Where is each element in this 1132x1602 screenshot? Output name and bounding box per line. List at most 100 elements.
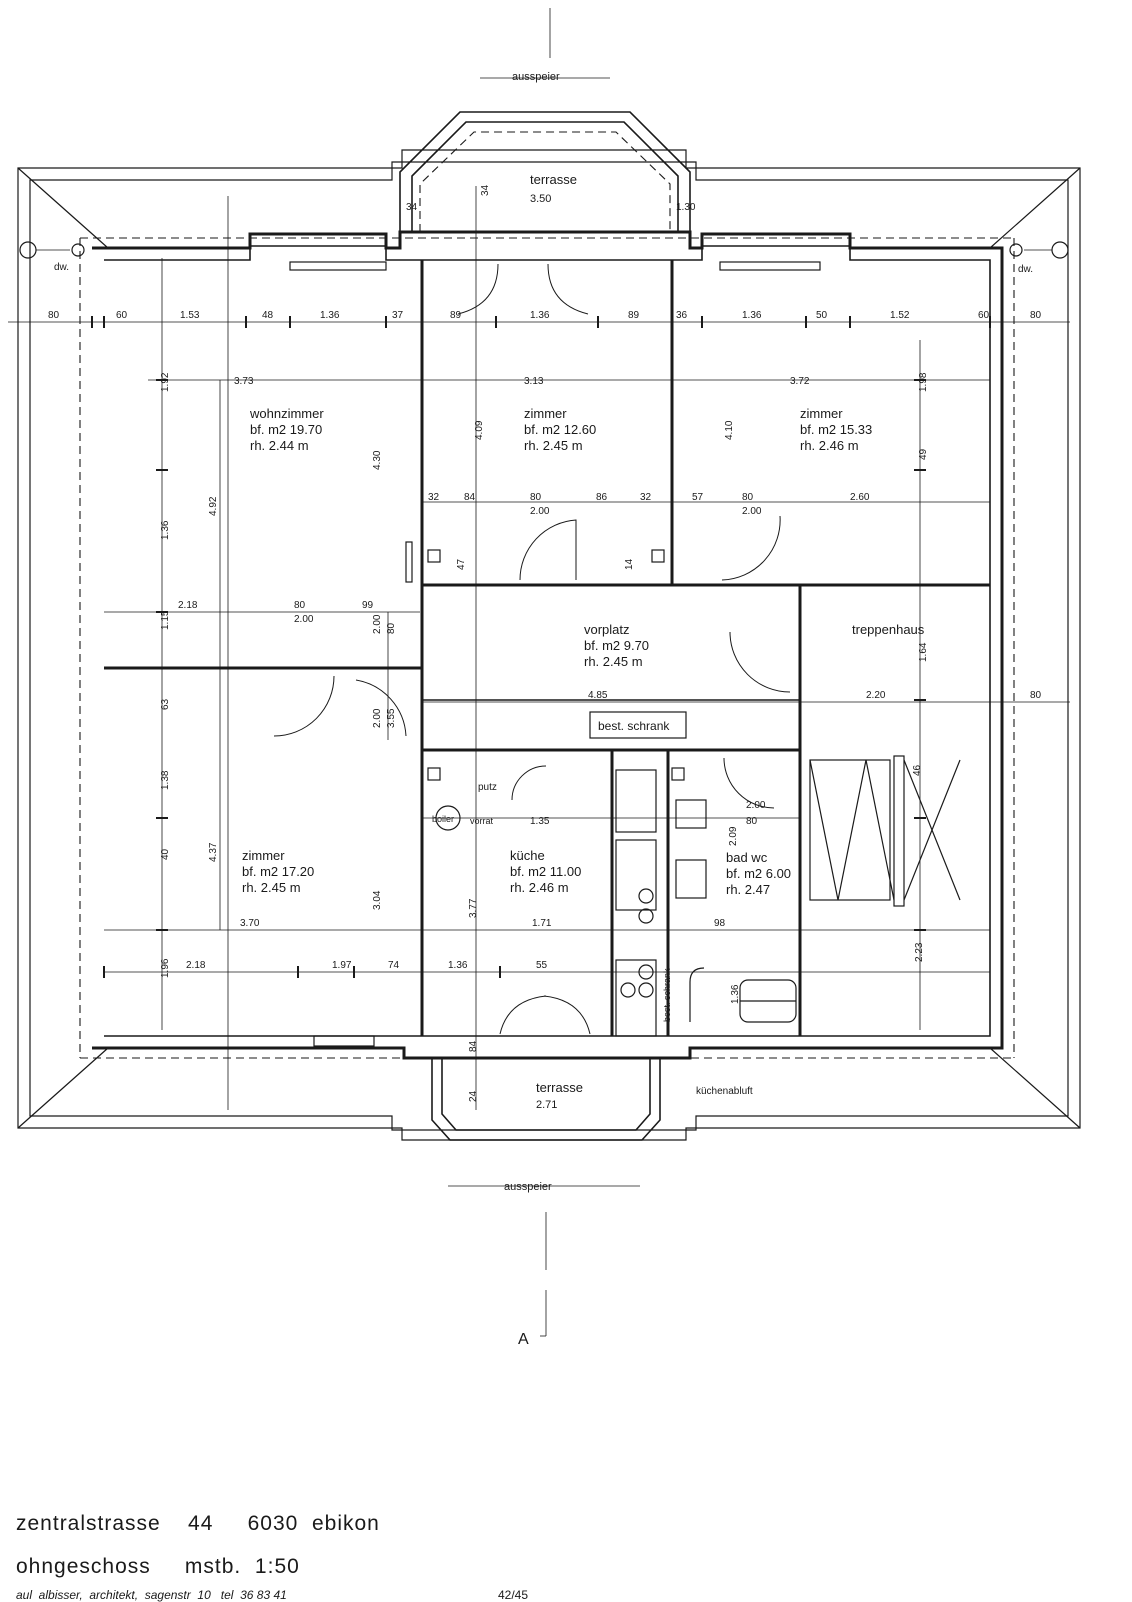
dimension-label: 1.64 bbox=[918, 642, 929, 662]
title-floor-scale: ohngeschoss mstb. 1:50 bbox=[16, 1555, 300, 1578]
dimension-label: 49 bbox=[918, 448, 929, 460]
dimension-label: 4.10 bbox=[724, 420, 735, 440]
room-name: treppenhaus bbox=[852, 622, 925, 637]
room-zimmer-east: zimmer bf. m2 15.33 rh. 2.46 m bbox=[800, 406, 872, 453]
dimension-label: 1.92 bbox=[160, 372, 171, 392]
room-treppenhaus: treppenhaus bbox=[852, 622, 925, 637]
room-area: bf. m2 17.20 bbox=[242, 864, 314, 879]
dimension-label: 80 bbox=[1030, 690, 1042, 701]
room-name: bad wc bbox=[726, 850, 768, 865]
dimension-label: 4.37 bbox=[208, 842, 219, 862]
dimension-label: 1.98 bbox=[918, 372, 929, 392]
room-zimmer-south: zimmer bf. m2 17.20 rh. 2.45 m bbox=[242, 848, 314, 895]
room-name: küche bbox=[510, 848, 545, 863]
dimension-label: 1.97 bbox=[332, 960, 352, 971]
dimension-label: 80 bbox=[386, 622, 397, 634]
dimension-label: 84 bbox=[468, 1040, 479, 1052]
room-area: bf. m2 11.00 bbox=[510, 864, 581, 879]
dimension-label: 2.00 bbox=[742, 506, 762, 517]
dimension-label: 2.60 bbox=[850, 492, 870, 503]
dimension-label: 2.00 bbox=[372, 614, 383, 634]
terrace-bottom-dim: 2.71 bbox=[536, 1099, 557, 1111]
dimension-label: 1.36 bbox=[730, 984, 741, 1004]
dimension-label: 48 bbox=[262, 310, 274, 321]
dimension-label: 1.36 bbox=[530, 310, 550, 321]
room-name: zimmer bbox=[800, 406, 843, 421]
terrace-top-dim: 3.50 bbox=[530, 193, 551, 205]
roof-outline bbox=[17, 149, 1081, 1141]
room-area: bf. m2 6.00 bbox=[726, 866, 791, 881]
dimension-label: 1.96 bbox=[160, 958, 171, 978]
interior-walls bbox=[104, 260, 990, 1036]
dimension-label: 63 bbox=[160, 698, 171, 710]
room-height: rh. 2.45 m bbox=[242, 880, 301, 895]
dimension-label: 1.30 bbox=[676, 202, 696, 213]
spout-top-label: ausspeier bbox=[512, 71, 560, 83]
room-kueche: küche bf. m2 11.00 rh. 2.46 m bbox=[510, 848, 581, 895]
room-vorplatz: vorplatz bf. m2 9.70 rh. 2.45 m bbox=[584, 622, 649, 669]
dimension-ticks bbox=[91, 316, 1003, 978]
dimension-label: 2.00 bbox=[746, 800, 766, 811]
dimension-label: 80 bbox=[294, 600, 306, 611]
room-area: bf. m2 15.33 bbox=[800, 422, 872, 437]
dimension-label: 99 bbox=[362, 600, 374, 611]
dimension-label: 50 bbox=[816, 310, 828, 321]
terrace-top-outline bbox=[399, 8, 691, 232]
section-marker: A bbox=[518, 1331, 529, 1348]
dimension-label: 3.55 bbox=[386, 708, 397, 728]
pantry-label: vorrat bbox=[470, 816, 494, 826]
dimension-label: 2.00 bbox=[294, 614, 314, 625]
downpipes bbox=[19, 241, 1069, 259]
dimension-label: 1.53 bbox=[180, 310, 200, 321]
dimension-label: 98 bbox=[714, 918, 726, 929]
room-height: rh. 2.46 m bbox=[800, 438, 859, 453]
dimension-label: 40 bbox=[160, 848, 171, 860]
room-height: rh. 2.46 m bbox=[510, 880, 569, 895]
dimension-label: 34 bbox=[406, 202, 418, 213]
dimension-label: 47 bbox=[456, 558, 467, 570]
dimension-label: 1.71 bbox=[532, 918, 552, 929]
room-height: rh. 2.44 m bbox=[250, 438, 309, 453]
dimension-label: 86 bbox=[596, 492, 608, 503]
kitchen-exhaust-label: küchenabluft bbox=[696, 1086, 753, 1097]
dimension-label: 34 bbox=[480, 184, 491, 196]
dimension-label: 2.20 bbox=[866, 690, 886, 701]
dimension-label: 80 bbox=[742, 492, 754, 503]
plaster-label: putz bbox=[478, 782, 497, 793]
terrace-top-label: terrasse bbox=[530, 172, 577, 187]
room-name: zimmer bbox=[524, 406, 567, 421]
dimension-lines bbox=[8, 186, 1070, 1110]
room-name: zimmer bbox=[242, 848, 285, 863]
dimension-label: 32 bbox=[428, 492, 440, 503]
room-name: vorplatz bbox=[584, 622, 630, 637]
dimension-label: 4.09 bbox=[474, 420, 485, 440]
dimension-label: 3.13 bbox=[524, 376, 544, 387]
room-height: rh. 2.45 m bbox=[584, 654, 643, 669]
dimension-label: 3.77 bbox=[468, 898, 479, 918]
dimension-label: 74 bbox=[388, 960, 400, 971]
downpipe-right-label: dw. bbox=[1018, 264, 1033, 275]
room-bad-wc: bad wc bf. m2 6.00 rh. 2.47 bbox=[726, 850, 791, 897]
dimension-label: 46 bbox=[912, 764, 923, 776]
dimension-label: 1.36 bbox=[742, 310, 762, 321]
dimension-label: 55 bbox=[536, 960, 548, 971]
exterior-walls bbox=[79, 230, 1015, 1060]
dimension-label: 3.70 bbox=[240, 918, 260, 929]
dimension-label: 57 bbox=[692, 492, 704, 503]
room-height: rh. 2.45 m bbox=[524, 438, 583, 453]
room-wohnzimmer: wohnzimmer bf. m2 19.70 rh. 2.44 m bbox=[249, 406, 324, 453]
dimension-label: 2.00 bbox=[372, 708, 383, 728]
fixtures bbox=[405, 541, 961, 1037]
wardrobe-label: best. schrank bbox=[598, 719, 670, 733]
downpipe-left-label: dw. bbox=[54, 262, 69, 273]
dimension-label: 80 bbox=[746, 816, 758, 827]
dimension-label: 1.15 bbox=[160, 610, 171, 630]
dimension-label: 89 bbox=[628, 310, 640, 321]
room-area: bf. m2 12.60 bbox=[524, 422, 596, 437]
dimension-label: 2.18 bbox=[178, 600, 198, 611]
boiler-label: boiler bbox=[432, 814, 454, 824]
dimension-label: 2.00 bbox=[530, 506, 550, 517]
sheet-number: 42/45 bbox=[498, 1588, 529, 1602]
dimension-label: 32 bbox=[640, 492, 652, 503]
